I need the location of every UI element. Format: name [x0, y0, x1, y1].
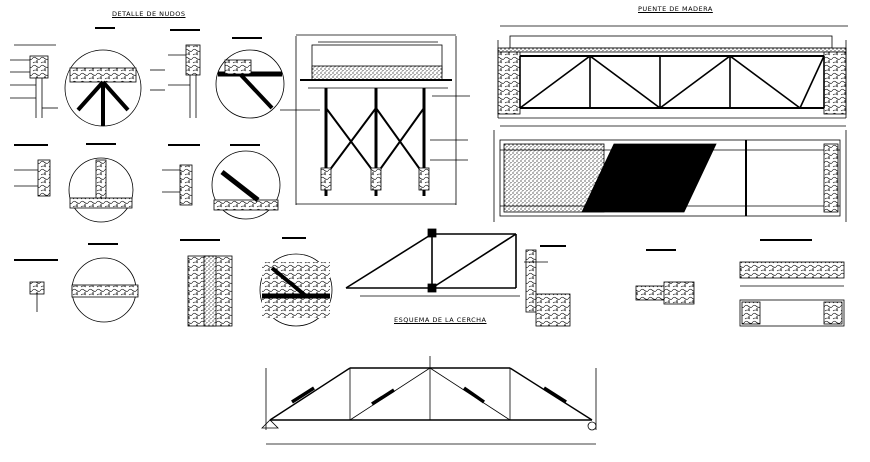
- joint-section: [635, 249, 695, 305]
- node-detail-12: [259, 237, 333, 327]
- node-detail-8: [211, 144, 281, 220]
- truss-scheme-title: ESQUEMA DE LA CERCHA: [394, 316, 487, 324]
- bridge-cross-section: [280, 34, 470, 205]
- abutment-section: [524, 245, 571, 327]
- node-detail-2: [64, 27, 165, 127]
- node-detail-5: [14, 144, 51, 197]
- node-detail-10: [71, 243, 139, 323]
- bridge-title: PUENTE DE MADERA: [638, 5, 713, 13]
- truss-scheme: [345, 228, 520, 297]
- node-detail-6: [68, 143, 134, 223]
- node-detail-11: [180, 239, 233, 327]
- node-detail-9: [14, 259, 58, 312]
- bridge-plan: [493, 125, 847, 222]
- node-detail-3: [168, 29, 201, 118]
- node-detail-7: [162, 144, 200, 206]
- truss-elevation: [261, 356, 597, 445]
- node-detail-4: [215, 37, 285, 119]
- node-detail-1: [10, 44, 58, 118]
- bridge-elevation: [497, 25, 848, 119]
- deck-section: [739, 239, 845, 327]
- nodes-detail-title: DETALLE DE NUDOS: [112, 10, 186, 18]
